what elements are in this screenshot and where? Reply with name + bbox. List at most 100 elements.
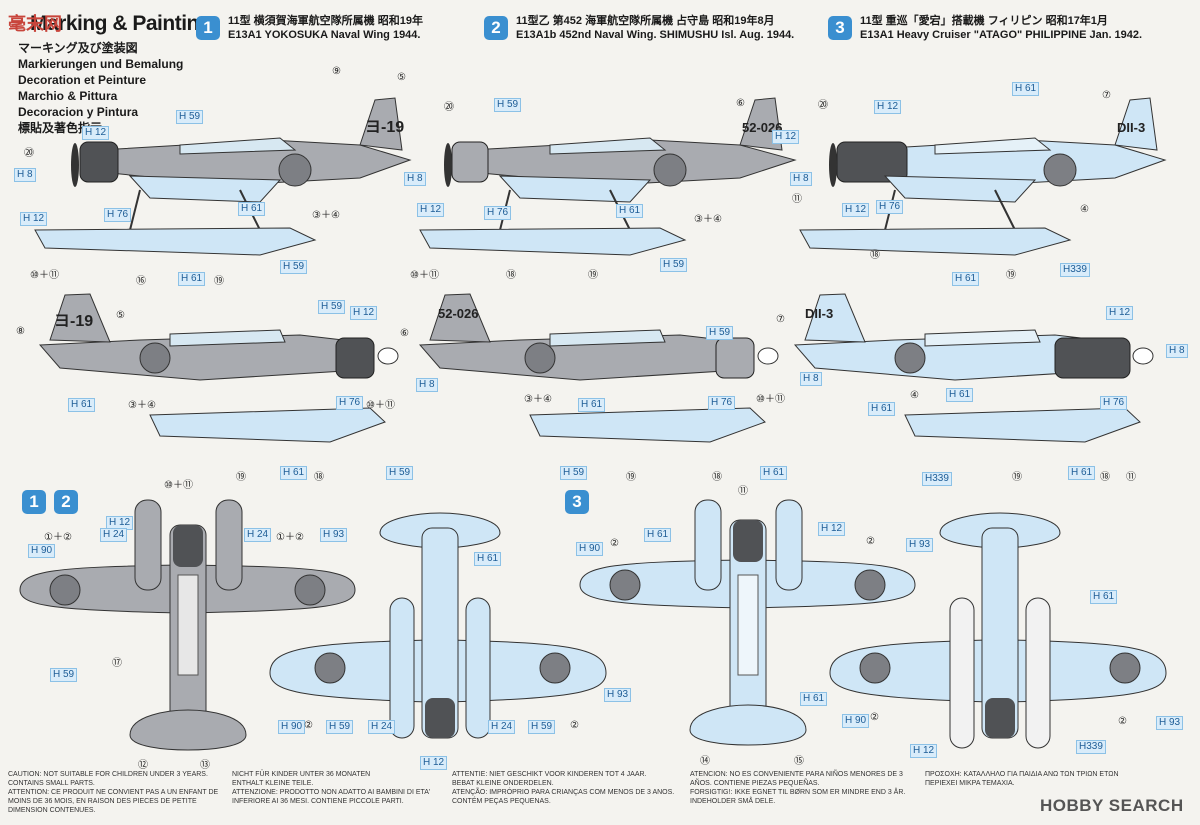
- language-label: マーキング及び塗装図: [18, 41, 138, 55]
- paint-code-chip: H 76: [104, 208, 132, 222]
- callout-number: ⑲: [1012, 472, 1022, 483]
- callout-number: ⑭: [700, 756, 710, 767]
- callout-number: ⑩＋⑪: [30, 270, 59, 281]
- paint-code-chip: H 59: [528, 720, 556, 734]
- callout-number: ⑳: [24, 148, 34, 159]
- callout-number: ②: [866, 536, 875, 547]
- callout-number: ③＋④: [524, 394, 552, 405]
- paint-code-chip: H 76: [708, 396, 736, 410]
- callout-number: ⑲: [588, 270, 598, 281]
- paint-code-chip: H 12: [420, 756, 448, 770]
- paint-code-chip: H 12: [20, 212, 48, 226]
- scheme3-bottom-view: [829, 512, 1167, 749]
- paint-code-chip: H 59: [386, 466, 414, 480]
- paint-code-chip: H 12: [910, 744, 938, 758]
- warning-line: ATENÇÃO: IMPRÓPRIO PARA CRIANÇAS COM MEN…: [452, 789, 675, 796]
- scheme-jp: 11型乙 第452 海軍航空隊所属機 占守島 昭和19年8月: [516, 15, 775, 27]
- callout-number: ⑫: [138, 760, 148, 771]
- scheme1-right-profile: ヨ-19: [38, 293, 399, 443]
- callout-number: ⑬: [200, 760, 210, 771]
- warning-line: CONTAINS SMALL PARTS.: [8, 780, 95, 787]
- paint-code-chip: H 12: [842, 203, 870, 217]
- callout-number: ⑳: [818, 100, 828, 111]
- callout-number: ⑪: [738, 486, 748, 497]
- scheme2-left-profile: 52-026: [419, 97, 797, 256]
- paint-code-chip: H 12: [818, 522, 846, 536]
- warning-line: ENTHALT KLEINE TEILE.: [232, 780, 314, 787]
- paint-code-chip: H 93: [906, 538, 934, 552]
- callout-number: ②: [870, 712, 879, 723]
- warning-line: ATTENTIE: NIET GESCHIKT VOOR KINDEREN TO…: [452, 771, 647, 778]
- paint-code-chip: H339: [922, 472, 952, 486]
- callout-number: ⑤: [397, 72, 406, 83]
- scheme-jp: 11型 横須賀海軍航空隊所属機 昭和19年: [228, 15, 423, 27]
- callout-number: ⑦: [1102, 90, 1111, 101]
- paint-code-chip: H 61: [238, 202, 266, 216]
- paint-code-chip: H 59: [706, 326, 734, 340]
- scheme-en: E13A1 YOKOSUKA Naval Wing 1944.: [228, 29, 421, 41]
- paint-code-chip: H 24: [244, 528, 272, 542]
- warning-line: ATTENTION: CE PRODUIT NE CONVIENT PAS A …: [8, 789, 219, 796]
- callout-number: ⑨: [332, 66, 341, 77]
- paint-code-chip: H 8: [416, 378, 438, 392]
- callout-number: ⑱: [870, 250, 880, 261]
- paint-code-chip: H 8: [800, 372, 822, 386]
- callout-number: ④: [1080, 204, 1089, 215]
- language-list: マーキング及び塗装図 Markierungen und Bemalung Dec…: [18, 40, 183, 136]
- scheme-jp: 11型 重巡「愛宕」搭載機 フィリピン 昭和17年1月: [860, 15, 1108, 27]
- paint-code-chip: H 76: [484, 206, 512, 220]
- warning-line: FORSIGTIG!: IKKE EGNET TIL BØRN SOM ER M…: [690, 789, 906, 796]
- paint-code-chip: H 76: [336, 396, 364, 410]
- scheme3-left-profile: DII-3: [799, 97, 1167, 256]
- language-label: 標貼及著色指示: [18, 121, 103, 135]
- tail-code: DII-3: [805, 306, 833, 321]
- callout-number: ⑧: [16, 326, 25, 337]
- paint-code-chip: H 59: [318, 300, 346, 314]
- paint-code-chip: H 61: [1012, 82, 1040, 96]
- scheme-badge-3: 3: [828, 16, 852, 40]
- scheme2-right-profile: 52-026: [418, 293, 779, 443]
- warning-line: BEBAT KLEINE ONDERDELEN.: [452, 780, 554, 787]
- callout-number: ⑲: [626, 472, 636, 483]
- language-label: Decoration et Peinture: [18, 73, 147, 87]
- callout-number: ③＋④: [694, 214, 722, 225]
- callout-number: ②: [304, 720, 313, 731]
- callout-number: ⑲: [236, 472, 246, 483]
- callout-number: ⑦: [776, 314, 785, 325]
- paint-code-chip: H 61: [868, 402, 896, 416]
- callout-number: ⑩＋⑪: [366, 400, 395, 411]
- paint-code-chip: H 61: [578, 398, 606, 412]
- language-label: Decoracion y Pintura: [18, 105, 139, 119]
- plan-badge-2: 2: [54, 490, 78, 514]
- language-label: Marchio & Pittura: [18, 89, 118, 103]
- warning-line: CAUTION: NOT SUITABLE FOR CHILDREN UNDER…: [8, 771, 208, 778]
- page-title: Marking & Painting: [30, 12, 212, 35]
- paint-code-chip: H 12: [1106, 306, 1134, 320]
- scheme3-top-view: [579, 499, 916, 746]
- paint-code-chip: H 90: [842, 714, 870, 728]
- warning-block-5: ΠΡΟΣΟΧΗ: ΚΑΤΑΛΛΗΛΟ ΓΙΑ ΠΑΙΔΙΑ ΑΝΩ ΤΩΝ ΤΡ…: [925, 770, 1119, 788]
- callout-number: ⑱: [506, 270, 516, 281]
- scheme-en: E13A1b 452nd Naval Wing. SHIMUSHU Isl. A…: [516, 29, 795, 41]
- callout-number: ⑱: [712, 472, 722, 483]
- paint-code-chip: H 12: [82, 126, 110, 140]
- warning-line: CONTÉM PEÇAS PEQUENAS.: [452, 798, 551, 805]
- callout-number: ②: [570, 720, 579, 731]
- paint-code-chip: H 24: [488, 720, 516, 734]
- paint-code-chip: H 61: [952, 272, 980, 286]
- tail-code: DII-3: [1117, 120, 1145, 135]
- paint-code-chip: H 12: [350, 306, 378, 320]
- callout-number: ⑥: [400, 328, 409, 339]
- warning-line: MOINS DE 36 MOIS, EN RAISON DES PIECES D…: [8, 798, 197, 805]
- paint-code-chip: H 59: [176, 110, 204, 124]
- warning-line: ΠΕΡΙΕΧΕΙ ΜΙΚΡΑ ΤΕΜΑΧΙΑ.: [925, 780, 1015, 787]
- callout-number: ⑳: [444, 102, 454, 113]
- scheme-header-1: 11型 横須賀海軍航空隊所属機 昭和19年 E13A1 YOKOSUKA Nav…: [228, 14, 423, 42]
- callout-number: ⑯: [136, 276, 146, 287]
- plan-badge-1: 1: [22, 490, 46, 514]
- paint-code-chip: H 59: [50, 668, 78, 682]
- scheme-header-3: 11型 重巡「愛宕」搭載機 フィリピン 昭和17年1月 E13A1 Heavy …: [860, 14, 1142, 42]
- paint-code-chip: H 90: [278, 720, 306, 734]
- paint-code-chip: H 59: [494, 98, 522, 112]
- paint-code-chip: H 8: [404, 172, 426, 186]
